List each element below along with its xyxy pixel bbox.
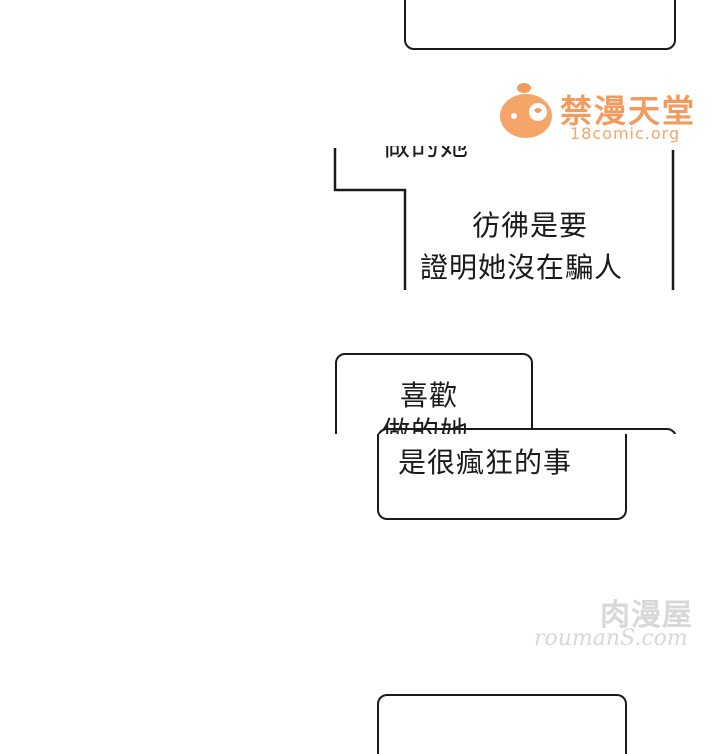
watermark-18comic-title: 禁漫天堂 [560, 92, 697, 130]
peach-mascot-icon [500, 83, 552, 138]
panel-1-line-1: 彷彿是要 [472, 209, 589, 242]
watermark-rouman-title-text: 肉漫屋 [600, 598, 693, 633]
panel-2-upper-box [335, 353, 533, 434]
panel-2-lower-box [377, 434, 627, 520]
panel-2-top-clip: 喜歡 做的她 [330, 350, 690, 434]
panel-1-partial-clip: 做的她 [370, 146, 500, 168]
panel-bottom-box [377, 694, 627, 754]
panel-2-line-2: 是很瘋狂的事 [398, 446, 573, 479]
panel-2-line-1: 喜歡 [400, 379, 459, 412]
panel-1-line-2: 證明她沒在騙人 [420, 251, 624, 284]
watermark-rouman-title: 肉漫屋 [600, 590, 693, 634]
panel-1-partial-text: 做的她 [382, 146, 469, 164]
watermark-18comic-subtitle: 18comic.org [570, 124, 681, 143]
panel-2-partial-text: 做的她 [382, 415, 470, 434]
watermark-rouman-subtitle: roumanS.com [534, 626, 688, 651]
panel-top-box [404, 0, 676, 50]
